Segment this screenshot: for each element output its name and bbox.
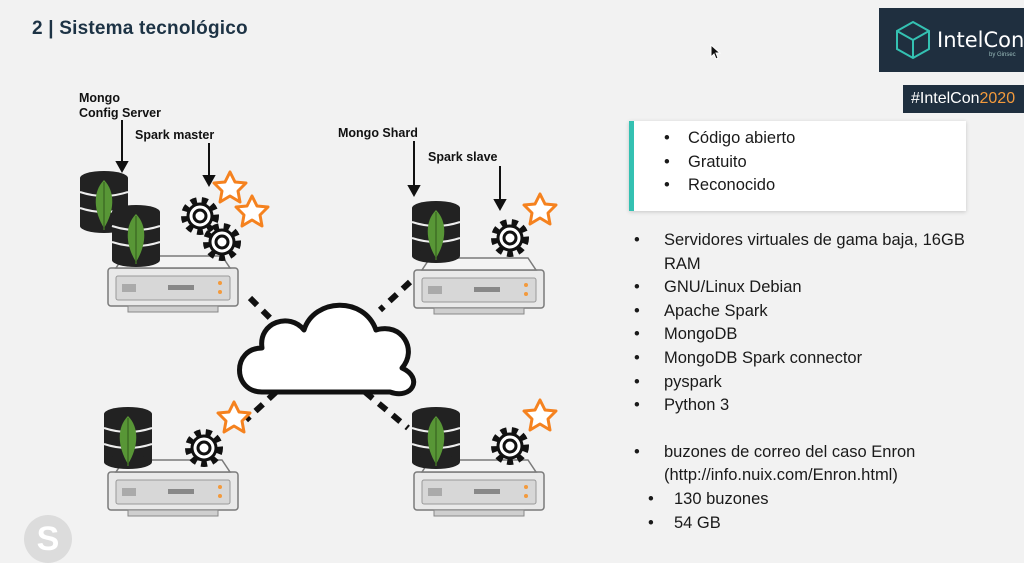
enron-sub-item: 130 buzones — [648, 488, 1004, 512]
specs-list: Servidores virtuales de gama baja, 16GB … — [634, 229, 1004, 535]
highlight-item: Gratuito — [688, 151, 966, 175]
enron-item: buzones de correo del caso Enron (http:/… — [634, 441, 1004, 488]
highlight-item: Reconocido — [688, 174, 966, 198]
label-spark-slave: Spark slave — [428, 150, 498, 164]
shard-node-top — [411, 192, 558, 315]
label-config-server: Config Server — [79, 106, 161, 120]
gear-icon — [494, 430, 526, 462]
arrow-cursor-icon — [710, 44, 722, 60]
spec-item: Apache Spark — [634, 300, 1004, 324]
database-icon — [111, 204, 161, 268]
star-icon — [522, 398, 558, 432]
cloud-icon — [237, 302, 417, 397]
shard-node-bottom-left — [103, 400, 252, 517]
star-icon — [216, 400, 252, 434]
hexagon-cube-icon — [896, 20, 930, 60]
architecture-diagram: Mongo Config Server Spark master Mongo S… — [79, 91, 558, 517]
spec-item: Servidores virtuales de gama baja, 16GB … — [634, 229, 1004, 276]
shard-node-bottom-right — [411, 398, 558, 517]
highlights-card: Código abierto Gratuito Reconocido — [629, 121, 966, 211]
label-spark-master: Spark master — [135, 128, 214, 142]
enron-sub-item: 54 GB — [648, 512, 1004, 536]
spec-item: GNU/Linux Debian — [634, 276, 1004, 300]
hashtag-prefix: #IntelCon — [911, 90, 980, 107]
skype-icon[interactable]: S — [24, 515, 72, 563]
master-node — [79, 170, 270, 313]
logo-text: IntelCon — [937, 28, 1024, 52]
spec-item: MongoDB — [634, 323, 1004, 347]
gear-icon — [184, 200, 216, 232]
spec-item: Python 3 — [634, 394, 1004, 418]
star-icon — [522, 192, 558, 226]
star-icon — [212, 170, 248, 204]
label-mongo: Mongo — [79, 91, 120, 105]
logo-byline: by Ginsec — [989, 52, 1016, 58]
gear-icon — [494, 222, 526, 254]
hashtag-year: 2020 — [979, 90, 1016, 107]
slide-title: 2 | Sistema tecnológico — [32, 18, 248, 39]
label-mongo-shard: Mongo Shard — [338, 126, 418, 140]
hashtag-badge: #IntelCon2020 — [903, 85, 1024, 113]
database-icon — [411, 406, 461, 470]
gear-icon — [188, 432, 220, 464]
database-icon — [411, 200, 461, 264]
spec-item: MongoDB Spark connector — [634, 347, 1004, 371]
spec-item: pyspark — [634, 371, 1004, 395]
highlight-item: Código abierto — [688, 127, 966, 151]
intelcon-logo: IntelCon by Ginsec — [879, 8, 1024, 72]
database-icon — [103, 406, 153, 470]
